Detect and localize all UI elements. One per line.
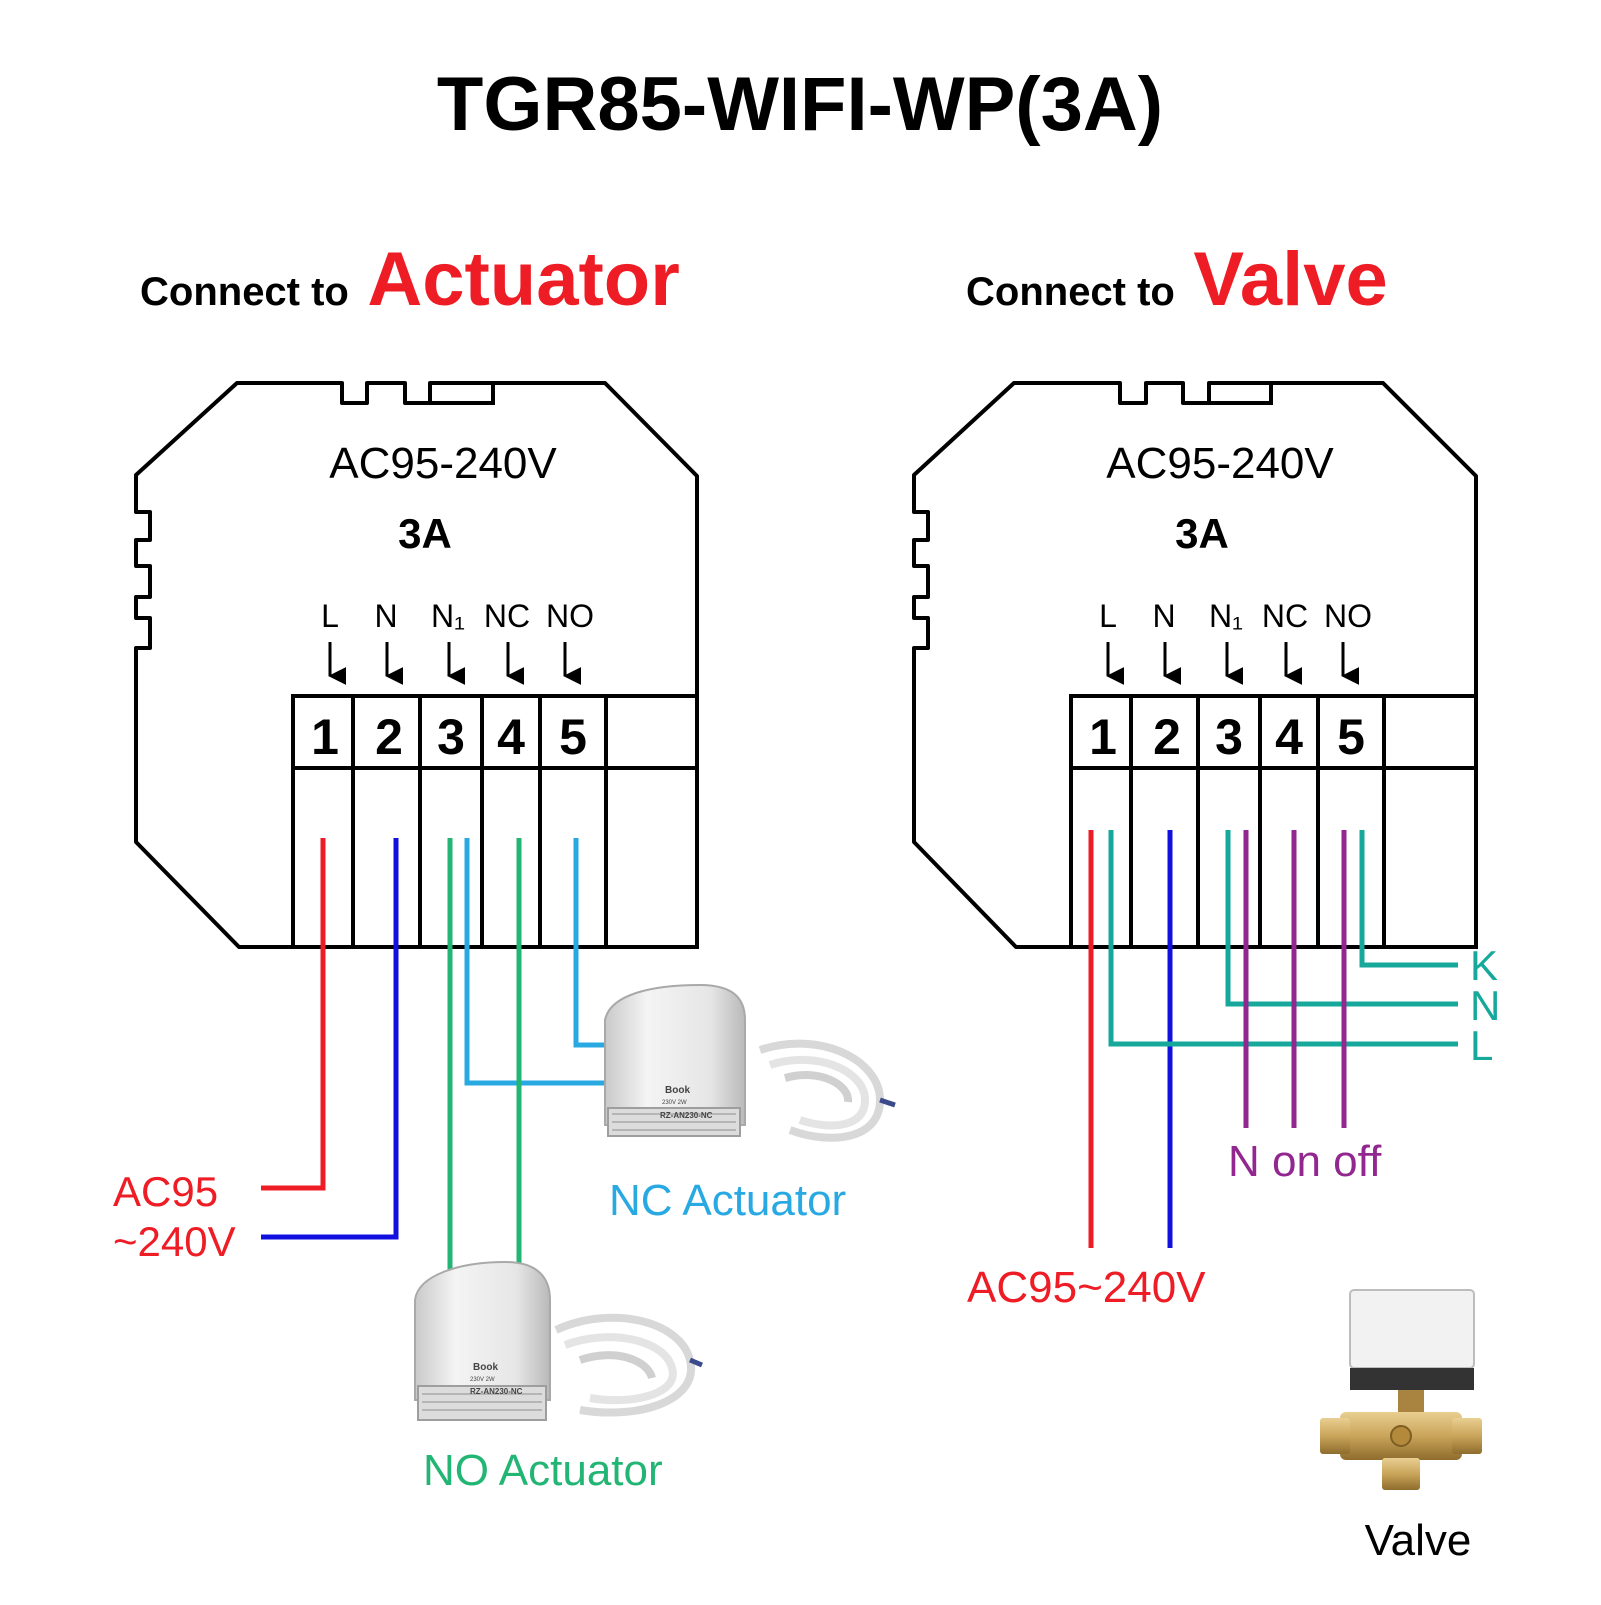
right-terminal-4: 4 [1275, 709, 1303, 765]
left-wire-l [261, 838, 326, 1191]
left-wires [261, 838, 606, 1275]
left-wire-no-nc [573, 838, 606, 1048]
left-terminal-1: 1 [311, 709, 339, 765]
no-actuator-brand: Book [473, 1362, 498, 1373]
valve-terminal-k: K [1470, 942, 1498, 989]
valve-caption: Valve [1365, 1516, 1472, 1565]
left-heading-emph: Actuator [367, 237, 679, 322]
left-panel: Connect to Actuator AC95-240V 3A L N N₁ … [113, 237, 896, 1495]
right-terminal-2: 2 [1153, 709, 1181, 765]
left-terminal-3: 3 [437, 709, 465, 765]
nc-actuator-brand: Book [665, 1085, 690, 1096]
left-label-n: N [374, 598, 397, 634]
left-terminal-5: 5 [559, 709, 587, 765]
right-terminal-block [1069, 694, 1478, 949]
right-terminal-3: 3 [1215, 709, 1243, 765]
left-label-nc: NC [484, 598, 530, 634]
left-wire-n1-nc [464, 838, 606, 1086]
no-actuator-spec: 230V 2W [470, 1377, 495, 1383]
valve-terminal-n: N [1470, 982, 1500, 1029]
left-voltage: AC95-240V [329, 439, 557, 488]
left-terminal-2: 2 [375, 709, 403, 765]
right-terminal-5: 5 [1337, 709, 1365, 765]
nc-actuator-image: Book 230V 2W RZ-AN230-NC [604, 983, 896, 1142]
right-terminal-arrows [1106, 642, 1360, 685]
left-label-no: NO [546, 598, 594, 634]
left-label-n1: N₁ [431, 598, 465, 634]
right-voltage: AC95-240V [1106, 439, 1334, 488]
right-heading-prefix: Connect to [966, 270, 1175, 314]
valve-terminal-l: L [1470, 1022, 1493, 1069]
left-heading-prefix: Connect to [140, 270, 349, 314]
right-heading-emph: Valve [1193, 237, 1387, 322]
right-label-n: N [1152, 598, 1175, 634]
page-title: TGR85-WIFI-WP(3A) [437, 62, 1163, 147]
right-panel: Connect to Valve AC95-240V 3A L N N₁ NC … [430, 237, 1500, 1565]
right-wire-teal-k [1359, 830, 1458, 968]
right-label-l: L [1099, 598, 1117, 634]
right-heading: Connect to Valve [966, 237, 1388, 322]
right-terminal-1: 1 [1089, 709, 1117, 765]
left-label-l: L [321, 598, 339, 634]
no-actuator-image: Book 230V 2W RZ-AN230-NC [414, 1260, 703, 1421]
left-terminal-arrows [328, 642, 582, 685]
left-terminal-block [291, 694, 699, 949]
left-power-label-1: AC95 [113, 1168, 218, 1215]
nc-actuator-label: NC Actuator [609, 1176, 846, 1225]
no-actuator-model: RZ-AN230-NC [470, 1387, 523, 1396]
nc-actuator-model: RZ-AN230-NC [660, 1111, 713, 1120]
right-current: 3A [1175, 510, 1229, 557]
nc-actuator-spec: 230V 2W [662, 1100, 687, 1106]
valve-image [1320, 1289, 1482, 1490]
right-wire-teal-n [1225, 830, 1458, 1007]
no-actuator-label: NO Actuator [423, 1446, 663, 1495]
right-label-nc: NC [1262, 598, 1308, 634]
left-terminal-4: 4 [497, 709, 525, 765]
signal-label: N on off [1228, 1137, 1382, 1186]
right-power-label: AC95~240V [967, 1263, 1206, 1312]
left-wire-n [261, 838, 399, 1240]
right-label-n1: N₁ [1209, 598, 1243, 634]
right-wires [1088, 830, 1458, 1248]
left-heading: Connect to Actuator [140, 237, 680, 322]
right-label-no: NO [1324, 598, 1372, 634]
left-power-label-2: ~240V [113, 1218, 236, 1265]
left-current: 3A [398, 510, 452, 557]
